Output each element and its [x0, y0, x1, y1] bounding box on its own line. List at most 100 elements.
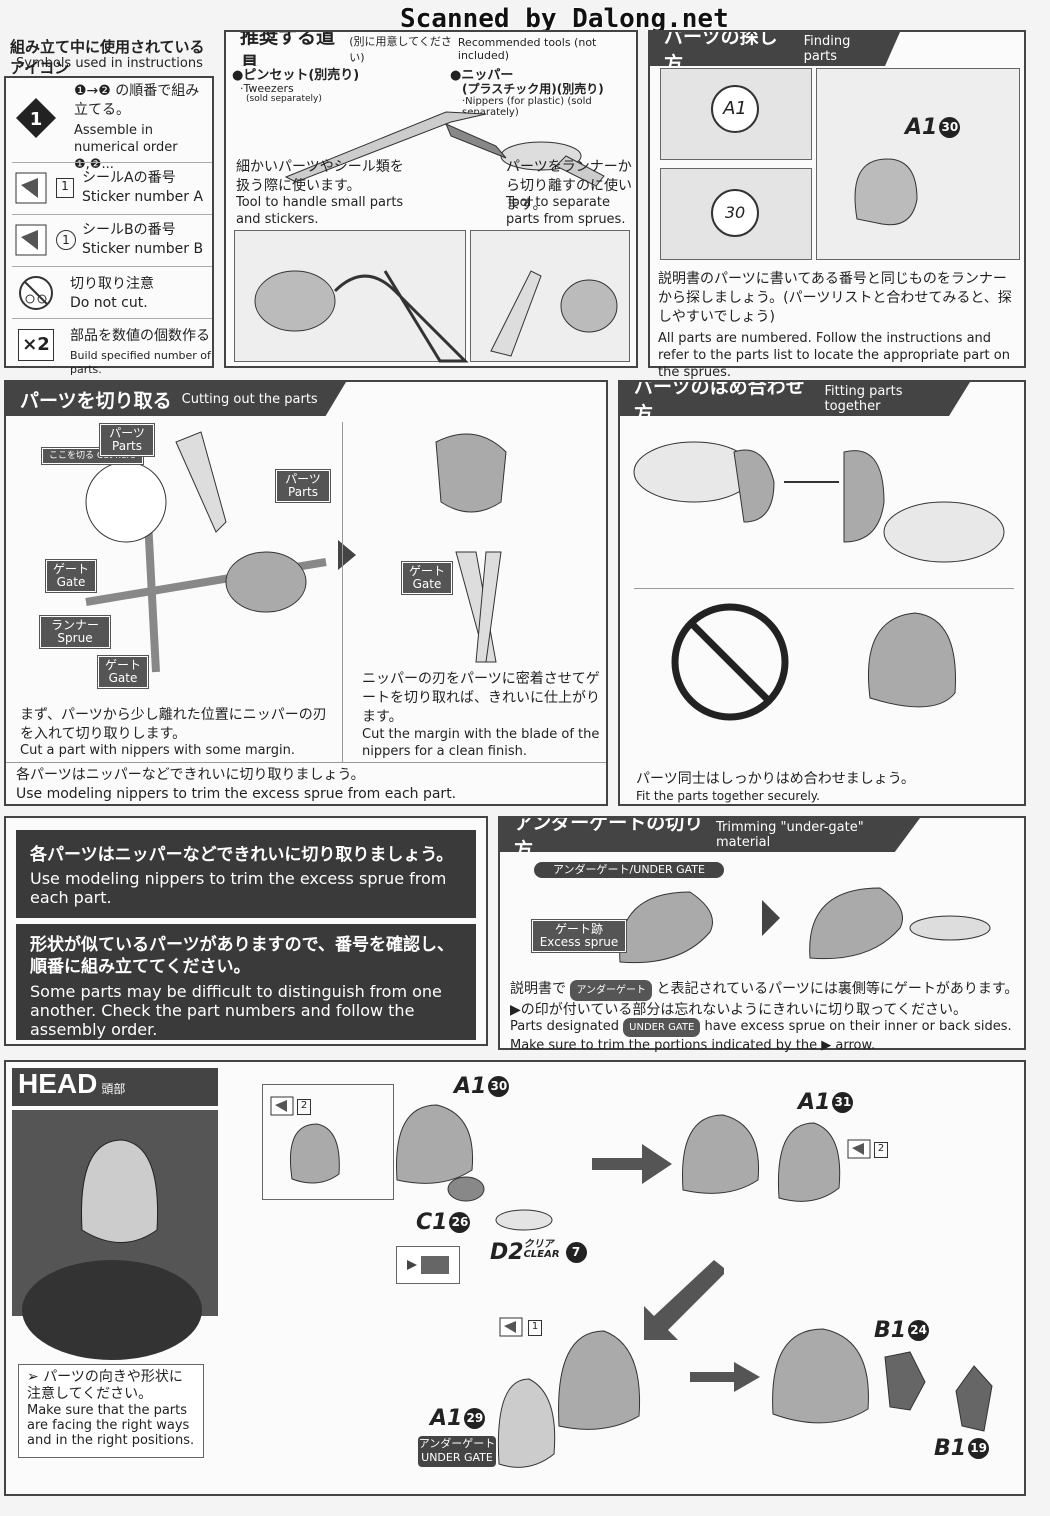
- undergate-arrow-icon: [762, 900, 780, 936]
- head-note-jp: ➢ パーツの向きや形状に注意してください。: [27, 1369, 183, 1402]
- cutting-left-jp: まず、パーツから少し離れた位置にニッパーの刃を入れて切り取りします。: [20, 707, 327, 742]
- cutting-left-en: Cut a part with nippers with some margin…: [20, 743, 295, 758]
- svg-text:1: 1: [30, 109, 43, 130]
- head-part-a130-illustration: [396, 1104, 474, 1184]
- gate-tag-2: ゲート Gate: [97, 655, 149, 689]
- parts-tag-1: パーツ Parts: [99, 423, 155, 457]
- cutting-bottom-jp: 各パーツはニッパーなどできれいに切り取りましょう。: [16, 767, 365, 783]
- sticker-number-2b: 2: [874, 1142, 888, 1158]
- note-1-en: Use modeling nippers to trim the excess …: [30, 869, 447, 907]
- head-part-b119-illustration: [955, 1365, 993, 1432]
- sticker-step-box: 2: [262, 1084, 394, 1200]
- scissors-prohibited-icon: [19, 276, 53, 310]
- head-reference-photo: [12, 1110, 218, 1360]
- fitting-jp: パーツ同士はしっかりはめ合わせましょう。: [636, 771, 915, 787]
- multiply-en: Build specified number of parts.: [70, 349, 211, 376]
- order-diamond-icon: 1: [16, 98, 56, 138]
- sticker-icon-3: [499, 1317, 523, 1337]
- head-part-d2-illustration: [495, 1209, 553, 1231]
- head-note-en: Make sure that the parts are facing the …: [27, 1403, 195, 1448]
- icon-legend-title-en: Symbols used in instructions: [16, 56, 203, 71]
- tweezers-illustration: [284, 111, 487, 183]
- nippers-desc-en: Tool to separate parts from sprues.: [506, 195, 626, 227]
- tweezers-title: ●ピンセット(別売り): [232, 68, 360, 83]
- sticker-number-2: 2: [297, 1099, 311, 1115]
- head-part-a129-illustration: [497, 1378, 556, 1468]
- arrow-right-1-icon: [592, 1144, 672, 1184]
- icon-row-do-not-cut: 切り取り注意 Do not cut.: [12, 266, 212, 319]
- prohibited-icon: [671, 603, 789, 721]
- sticker-b-en: Sticker number B: [82, 241, 204, 257]
- sticker-a-en: Sticker number A: [82, 189, 204, 205]
- undergate-jp: 説明書で アンダーゲート と表記されているパーツには裏側等にゲートがあります。▶…: [510, 980, 1019, 1018]
- nippers-usage-image: [470, 230, 630, 362]
- undergate-chip-en: UNDER GATE: [623, 1018, 701, 1037]
- undergate-en: Parts designated UNDER GATE have excess …: [510, 1018, 1012, 1053]
- sprue-a-label: A1: [711, 85, 759, 133]
- undergate-chip-jp: アンダーゲート: [570, 980, 653, 1001]
- sticker-a-icon: [15, 172, 47, 204]
- nippers-illustration: [445, 123, 605, 187]
- watermark: Scanned by Dalong.net: [400, 4, 729, 34]
- fitting-divider: [634, 588, 1014, 589]
- icon-legend-box: 1 ❶→❷ の順番で組み立てる。 Assemble in numerical o…: [4, 76, 214, 376]
- icon-row-multiply: ×2 部品を数値の個数作る Build specified number of …: [12, 318, 212, 376]
- fitted-head-illustration: [867, 612, 956, 708]
- d2-orientation-box: [396, 1246, 460, 1284]
- fitting-en: Fit the parts together securely.: [636, 789, 820, 803]
- cutting-right-en: Cut the margin with the blade of the nip…: [362, 727, 600, 759]
- icon-legend-panel: 組み立て中に使用されているアイコン Symbols used in instru…: [4, 30, 216, 376]
- cutting-divider: [342, 422, 343, 762]
- tweezers-desc-jp: 細かいパーツやシール類を扱う際に使います。: [236, 159, 404, 194]
- note-2-en: Some parts may be difficult to distingui…: [30, 982, 442, 1039]
- icon-row-order: 1 ❶→❷ の順番で組み立てる。 Assemble in numerical o…: [12, 78, 212, 172]
- gate-tag-3: ゲート Gate: [401, 561, 453, 595]
- arrow-right-2-icon: [690, 1362, 760, 1392]
- note-2-box: 形状が似ているパーツがありますので、番号を確認し、順番に組み立ててください。 S…: [16, 924, 476, 1040]
- parts-tag-2: パーツ Parts: [275, 469, 331, 503]
- sticker-b-number-circle: 1: [56, 230, 76, 250]
- head-final-illustration: [772, 1328, 869, 1424]
- note-1-box: 各パーツはニッパーなどできれいに切り取りましょう。 Use modeling n…: [16, 830, 476, 918]
- arrow-down-left-icon: [644, 1260, 724, 1340]
- icon-row-sticker-a: 1 シールAの番号 Sticker number A: [12, 162, 212, 215]
- head-part-b124-illustration: [884, 1351, 926, 1411]
- excess-sprue-tag: ゲート跡 Excess sprue: [531, 919, 627, 953]
- note-1-jp: 各パーツはニッパーなどできれいに切り取りましょう。: [30, 845, 454, 865]
- cutting-bottom-en: Use modeling nippers to trim the excess …: [16, 786, 457, 802]
- tweezers-en: ·Tweezers: [240, 82, 294, 95]
- nippers-title: ●ニッパー: [450, 68, 514, 83]
- nippers-title-2: (プラスチック用)(別売り): [462, 82, 604, 96]
- head-assembled-left-illustration: [682, 1114, 760, 1194]
- tweezers-en-sold: (sold separately): [246, 94, 322, 104]
- sticker-icon-2: [847, 1139, 871, 1159]
- tools-title: 推奨する道具(別に用意してください)Recommended tools (not…: [240, 26, 597, 75]
- sticker-a-number-box: 1: [56, 178, 74, 198]
- sprue-number-label: 30: [711, 189, 759, 237]
- nippers-en: ·Nippers (for plastic) (sold separately): [462, 96, 592, 118]
- cutting-sprue-illustration: [85, 431, 327, 673]
- cutting-right-jp: ニッパーの刃をパーツに密着させてゲートを切り取れば、きれいに仕上がります。: [362, 671, 600, 725]
- gate-tag-1: ゲート Gate: [45, 559, 97, 593]
- finding-text-jp: 説明書のパーツに書いてある番号と同じものをランナーから探しましょう。(パーツリス…: [658, 271, 1012, 325]
- head-note-box: ➢ パーツの向きや形状に注意してください。 Make sure that the…: [18, 1364, 204, 1458]
- head-back-illustration: [558, 1330, 641, 1430]
- nippers-desc-jp: パーツをランナーから切り離すのに使います。: [506, 159, 632, 213]
- head-part-a131-illustration: [777, 1122, 841, 1202]
- sprue-a-image: A1: [660, 68, 812, 160]
